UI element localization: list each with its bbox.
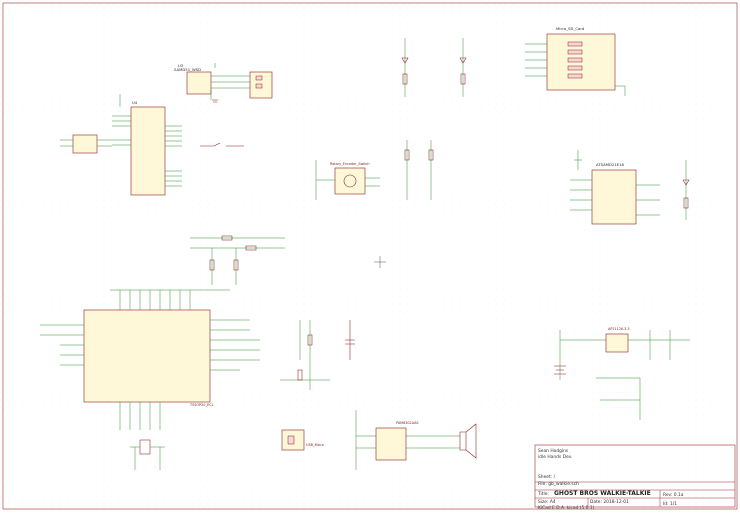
block-u6-amp[interactable]: PAM8302AAS xyxy=(355,410,477,470)
block-reset-switch[interactable] xyxy=(200,142,244,147)
title-text: GHOST BROS WALKIE-TALKIE xyxy=(554,490,651,497)
title-label: Title: xyxy=(537,491,549,497)
u4-ref: U4 xyxy=(132,100,138,105)
j1-value: Micro_SD_Card xyxy=(556,26,585,31)
block-crystal[interactable] xyxy=(130,439,165,470)
title-block: Sean Hodgins idle Hands Dev. Sheet: / Fi… xyxy=(534,444,736,511)
block-sw1-encoder[interactable]: Rotary_Encoder_Switch xyxy=(315,160,380,200)
block-u1-main[interactable]: TSSOP20_ECL xyxy=(40,289,260,430)
block-mid-bottom-parts[interactable] xyxy=(280,320,355,390)
u3-value: SAMD51_WSD xyxy=(174,67,201,72)
block-filter[interactable] xyxy=(190,235,285,285)
size-label: Size: A4 xyxy=(538,499,556,505)
u5-value: ATSAMD21E18 xyxy=(596,162,625,167)
block-u3[interactable]: U3 SAMD51_WSD xyxy=(174,63,273,103)
sheet-border xyxy=(2,2,738,510)
u3-ref: U3 xyxy=(178,63,184,68)
kicad-label: KiCad E.D.A. kicad (5.0.1) xyxy=(538,505,595,511)
u1-value: TSSOP20_ECL xyxy=(189,403,214,407)
author-line-1: Sean Hodgins xyxy=(538,448,569,454)
author-line-2: idle Hands Dev. xyxy=(538,454,572,460)
u6-value: PAM8302AAS xyxy=(396,421,419,425)
block-j1-sdcard[interactable]: Micro_SD_Card xyxy=(525,26,626,96)
block-leds-top[interactable] xyxy=(401,38,467,97)
date-label: Date: 2018-12-01 xyxy=(590,499,629,505)
j2-value: USB_Micro xyxy=(306,443,324,447)
file-label: File: gb_walkie.sch xyxy=(538,481,579,487)
block-led-right[interactable] xyxy=(682,160,690,220)
block-power[interactable]: AP2112K-3.3 xyxy=(554,327,690,420)
block-connector-left[interactable] xyxy=(60,134,112,154)
block-j2-usb[interactable]: USB_Micro xyxy=(281,429,324,451)
block-u4[interactable]: U4 xyxy=(112,94,182,196)
block-resistors-mid[interactable] xyxy=(404,140,434,200)
rev-label: Rev: 0.1a xyxy=(663,492,684,498)
crosshair-cursor xyxy=(374,256,386,268)
block-u5-atsamd21[interactable]: ATSAMD21E18 xyxy=(570,150,660,225)
sheet-label: Sheet: / xyxy=(538,474,556,480)
id-label: Id: 1/1 xyxy=(663,501,677,507)
sw1-value: Rotary_Encoder_Switch xyxy=(330,162,370,166)
reg-value: AP2112K-3.3 xyxy=(608,327,629,331)
